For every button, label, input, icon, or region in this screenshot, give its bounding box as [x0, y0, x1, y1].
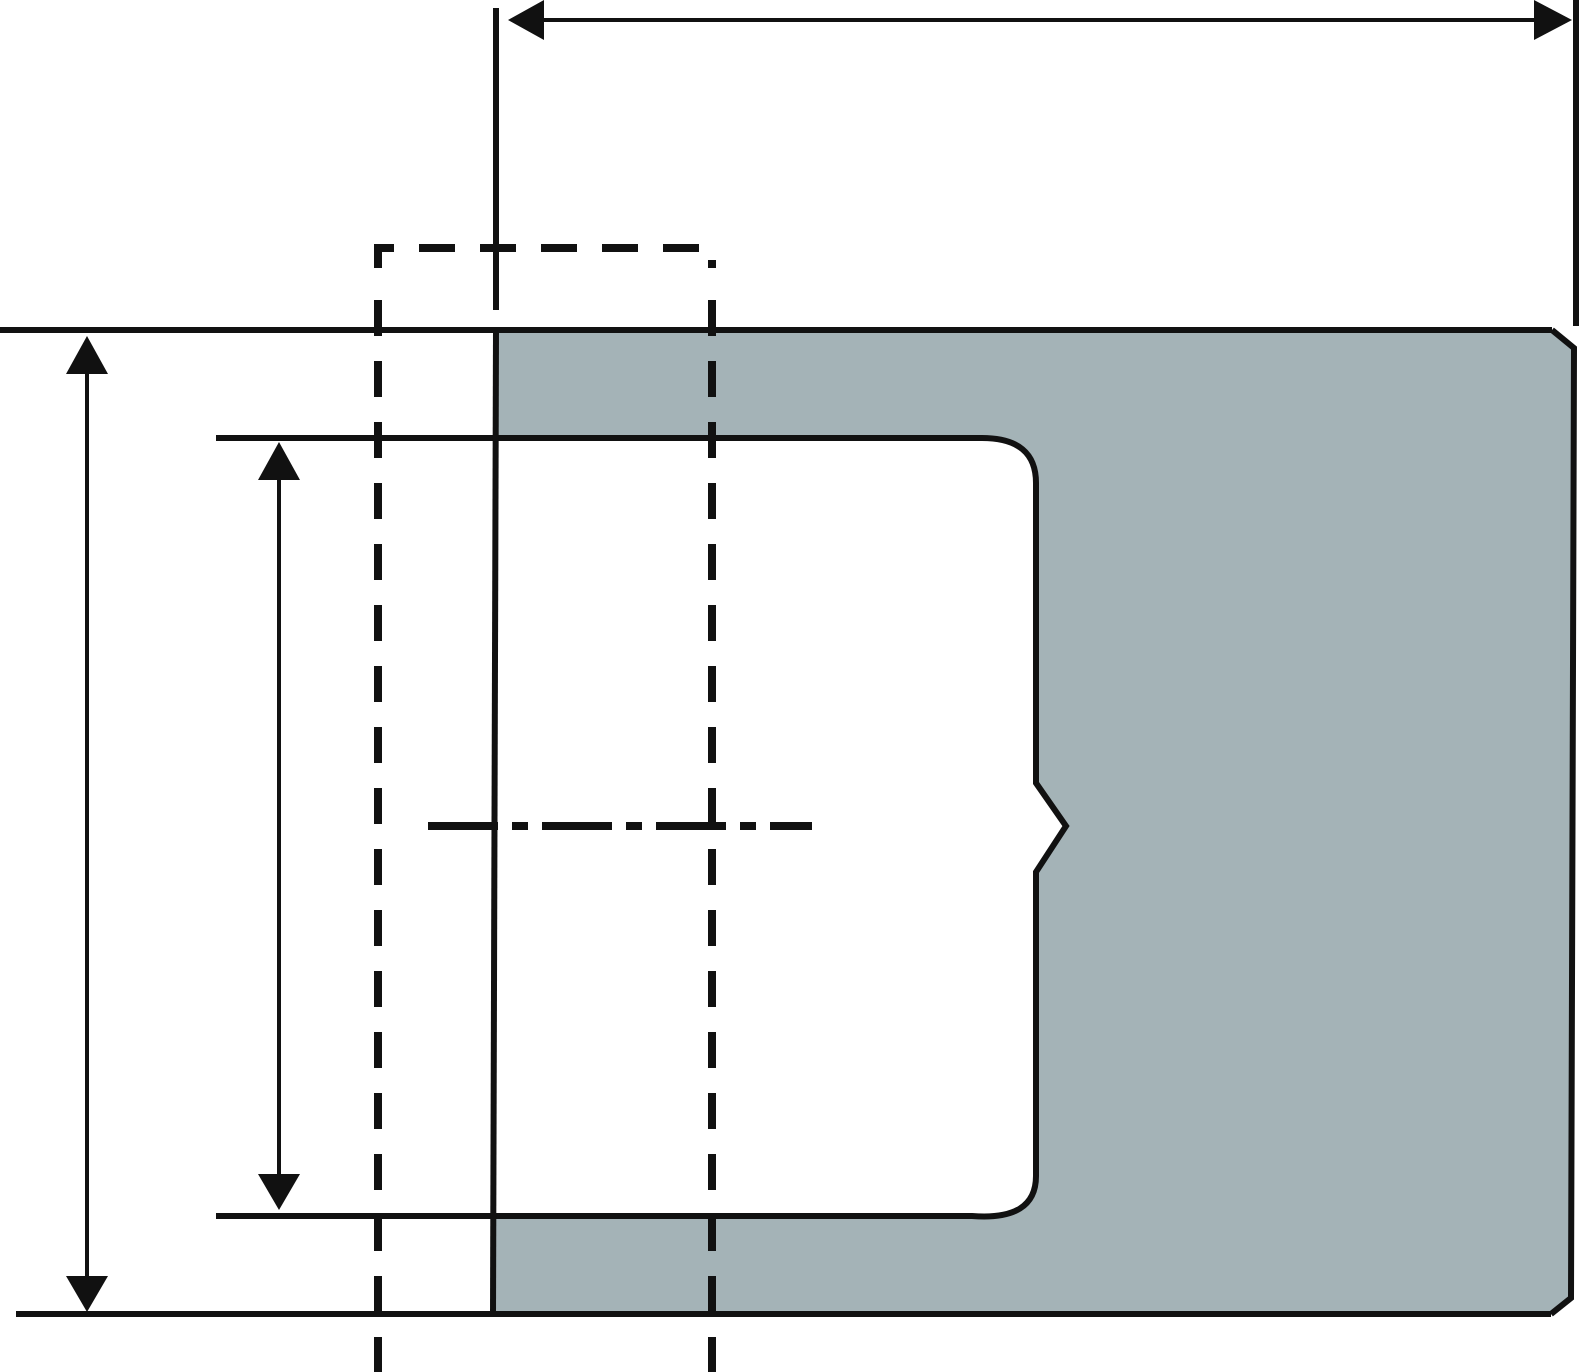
arrowhead-down: [258, 1174, 300, 1210]
arrowhead-right: [1534, 0, 1572, 40]
arrowhead-left: [508, 0, 544, 40]
arrowhead-down: [66, 1276, 108, 1312]
arrowhead-up: [258, 442, 300, 480]
part-outline-end: [1549, 327, 1578, 1317]
hidden-feature-top: [374, 244, 716, 268]
arrowhead-up: [66, 336, 108, 374]
dimension-bore-height: [258, 442, 300, 1210]
bore-outline: [216, 435, 1070, 1220]
part-body: [493, 330, 1574, 1314]
dimension-overall-length: [508, 0, 1572, 40]
dimension-outer-height: [66, 336, 108, 1312]
